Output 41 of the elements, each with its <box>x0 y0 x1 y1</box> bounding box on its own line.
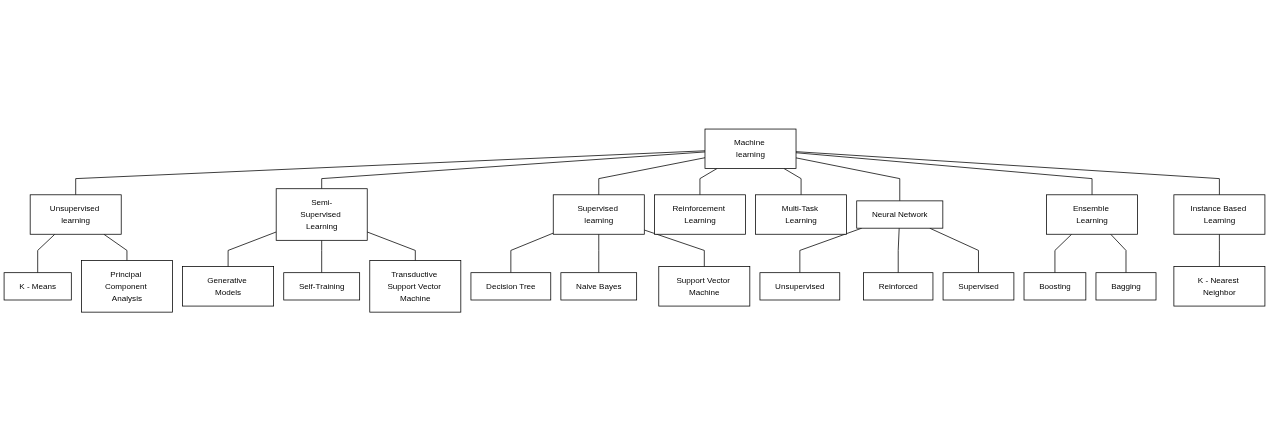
node-box: Unsupervised <box>759 272 841 301</box>
connector <box>37 233 56 273</box>
node-box: Supervised learning <box>552 194 645 235</box>
connector <box>795 151 1220 196</box>
connector <box>321 239 323 273</box>
node-box: Self-Training <box>283 272 361 301</box>
connector <box>103 233 128 261</box>
node-box: Principal Component Analysis <box>81 260 173 313</box>
connector <box>510 232 554 273</box>
node-box: Generative Models <box>182 266 274 307</box>
node-box: Bagging <box>1095 272 1157 301</box>
node-box: Support Vector Machine <box>658 266 751 307</box>
connector <box>795 157 901 202</box>
node-box: K - Means <box>3 272 72 301</box>
node-box: Semi-Supervised Learning <box>275 188 368 241</box>
connector <box>598 233 600 273</box>
connector <box>1219 233 1220 267</box>
node-box: Unsupervised learning <box>29 194 122 235</box>
node-box: Boosting <box>1023 272 1087 301</box>
connector <box>1054 233 1073 273</box>
node-box: Reinforcement Learning <box>654 194 746 235</box>
connector <box>366 231 416 261</box>
node-box: Reinforced <box>863 272 934 301</box>
node-box: Ensemble Learning <box>1046 194 1138 235</box>
node-box: Transductive Support Vector Machine <box>369 260 462 313</box>
node-box: Neural Network <box>856 200 944 229</box>
node-box: Decision Tree <box>470 272 552 301</box>
connector <box>1110 233 1127 273</box>
node-box: Multi-Task Learning <box>755 194 847 235</box>
connector <box>897 227 900 273</box>
connector <box>75 150 706 196</box>
node-box: K - Nearest Neighbor <box>1173 266 1266 307</box>
connector <box>795 152 1093 196</box>
connector <box>598 157 706 196</box>
node-box: Machine learning <box>704 128 797 169</box>
connector <box>643 229 705 267</box>
node-box: Supervised <box>942 272 1015 301</box>
connector <box>321 151 706 189</box>
node-box: Instance Based Learning <box>1173 194 1266 235</box>
node-box: Naive Bayes <box>560 272 638 301</box>
connector <box>227 231 277 267</box>
